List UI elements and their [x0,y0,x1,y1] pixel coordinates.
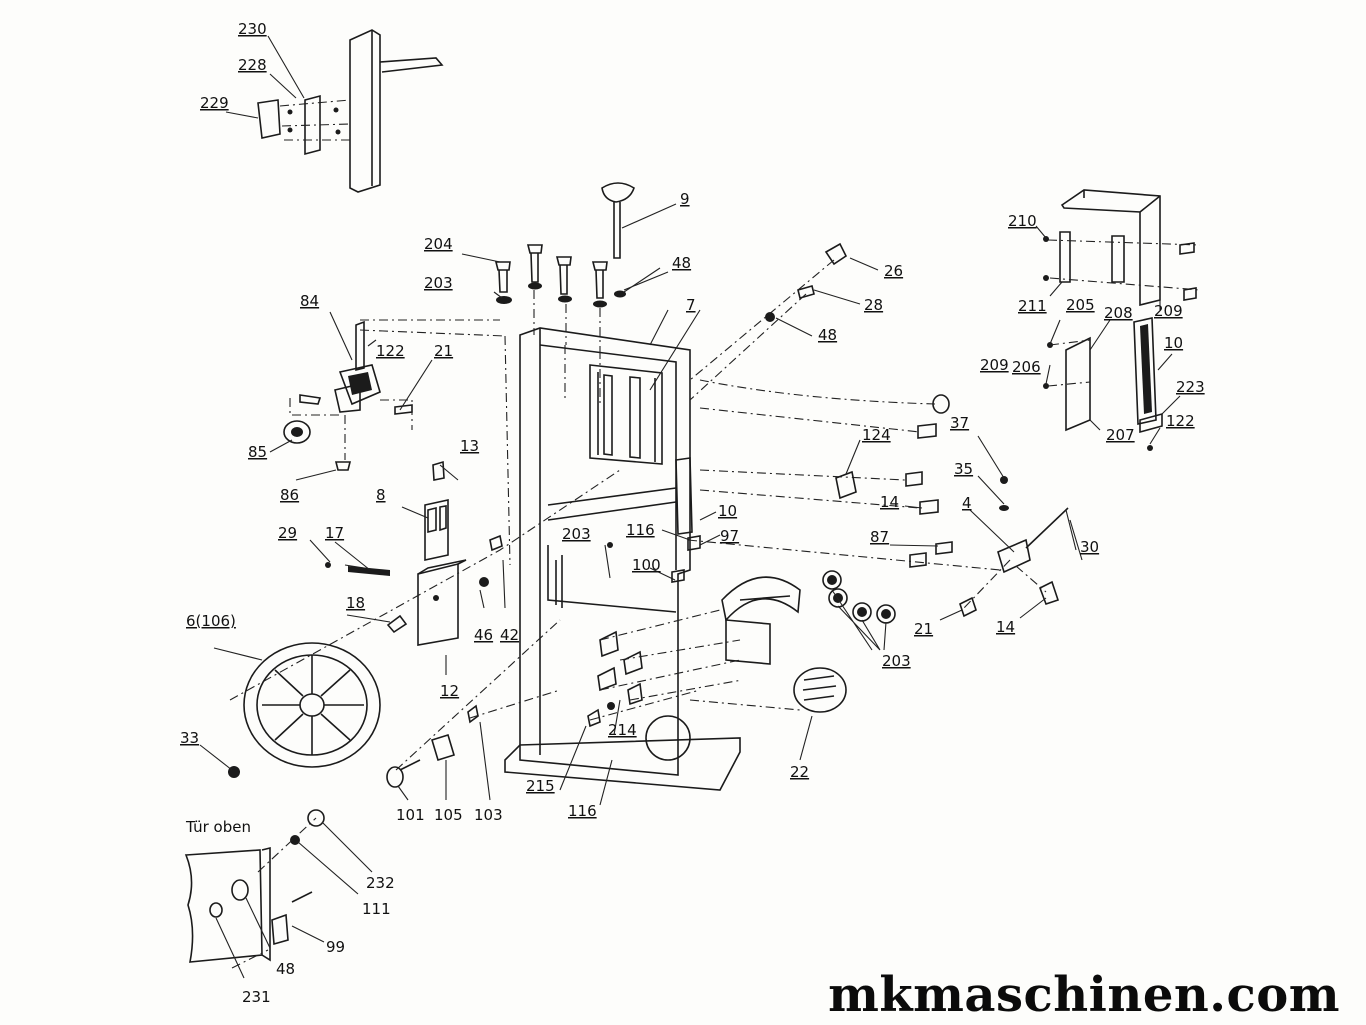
callout-labels: 230 228 229 9 204 48 203 7 26 28 48 84 1… [180,20,1205,1006]
top-hardware [494,182,677,405]
callout-116-mid: 116 [626,521,655,539]
upper-guide-parts [687,242,1083,621]
callout-13: 13 [460,437,479,455]
callout-230: 230 [238,20,267,38]
callout-48-door: 48 [276,960,295,978]
callout-42: 42 [500,626,519,644]
callout-17: 17 [325,524,344,542]
callout-122-left: 122 [376,342,405,360]
callout-214: 214 [608,721,637,739]
callout-85: 85 [248,443,267,461]
callout-35: 35 [954,460,973,478]
callout-26: 26 [884,262,903,280]
table-trunnion [689,570,896,761]
callout-37: 37 [950,414,969,432]
callout-223: 223 [1176,378,1205,396]
blade-guard-assembly [1035,189,1201,451]
callout-111: 111 [362,900,391,918]
callout-84: 84 [300,292,319,310]
callout-86: 86 [280,486,299,504]
callout-14-right: 14 [996,618,1015,636]
upper-bearing-assembly [229,460,621,701]
callout-206: 206 [1012,358,1041,376]
callout-205: 205 [1066,296,1095,314]
callout-21-right: 21 [914,620,933,638]
callout-9: 9 [680,190,690,208]
callout-33: 33 [180,729,199,747]
site-watermark: mkmaschinen.com [828,967,1340,1023]
door-detail [184,809,373,979]
callout-215: 215 [526,777,555,795]
callout-46: 46 [474,626,493,644]
callout-22: 22 [790,763,809,781]
lower-bearing-parts [559,609,743,806]
callout-8: 8 [376,486,386,504]
main-frame [504,327,741,791]
callout-21-left: 21 [434,342,453,360]
callout-48-top: 48 [672,254,691,272]
upper-guide-column-assembly [225,29,444,193]
callout-18: 18 [346,594,365,612]
callout-122-right: 122 [1166,412,1195,430]
callout-203-lower: 203 [882,652,911,670]
callout-28: 28 [864,296,883,314]
callout-232: 232 [366,874,395,892]
callout-101: 101 [396,806,425,824]
callout-209-right: 209 [1154,302,1183,320]
callout-10-right: 10 [1164,334,1183,352]
callout-229: 229 [200,94,229,112]
callout-6-106: 6(106) [186,612,236,630]
callout-7: 7 [686,296,696,314]
callout-209-mid: 209 [980,356,1009,374]
callout-203-top: 203 [424,274,453,292]
callout-29: 29 [278,524,297,542]
switch-assembly [386,619,561,801]
callout-116-bottom: 116 [568,802,597,820]
door-caption: Tür oben [185,818,251,836]
callout-231: 231 [242,988,271,1006]
callout-14-mid: 14 [880,493,899,511]
callout-100: 100 [632,556,661,574]
callout-87: 87 [870,528,889,546]
callout-30: 30 [1080,538,1099,556]
upper-wheel-tension-assembly [269,311,511,566]
callout-124: 124 [862,426,891,444]
callout-99: 99 [326,938,345,956]
callout-10-mid: 10 [718,502,737,520]
callout-203-mid: 203 [562,525,591,543]
lower-wheel [199,642,381,778]
callout-210: 210 [1008,212,1037,230]
leader-lines [461,253,721,583]
callout-48-right: 48 [818,326,837,344]
callout-12: 12 [440,682,459,700]
callout-207: 207 [1106,426,1135,444]
callout-97: 97 [720,527,739,545]
callout-103: 103 [474,806,503,824]
callout-211: 211 [1018,297,1047,315]
screws-row [494,244,626,405]
callout-4: 4 [962,494,972,512]
callout-204: 204 [424,235,453,253]
callout-228: 228 [238,56,267,74]
callout-208: 208 [1104,304,1133,322]
callout-105: 105 [434,806,463,824]
